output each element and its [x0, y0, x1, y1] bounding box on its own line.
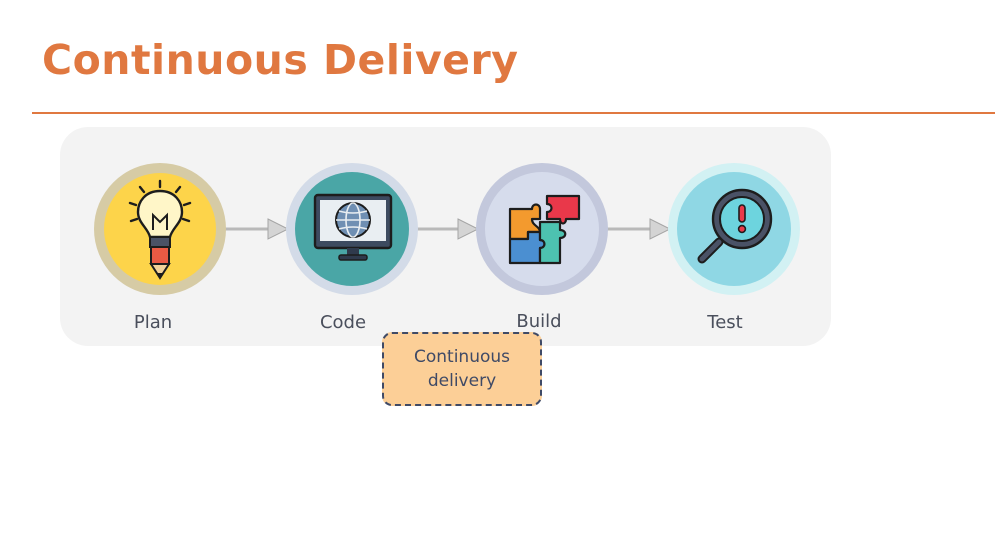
stage-label-test: Test — [707, 312, 743, 333]
page-title: Continuous Delivery — [42, 36, 519, 84]
connector-code-build — [410, 218, 480, 240]
stage-label-code: Code — [319, 312, 367, 333]
magnifier-alert-icon — [697, 188, 773, 264]
puzzle-icon — [508, 194, 581, 265]
stage-build — [476, 163, 608, 295]
stage-label-plan: Plan — [133, 312, 173, 333]
connector-plan-code — [220, 218, 290, 240]
stage-test — [668, 163, 800, 295]
lightbulb-pencil-icon — [128, 179, 192, 280]
stage-code — [286, 163, 418, 295]
continuous-delivery-callout: Continuous delivery — [382, 332, 542, 406]
stage-label-build: Build — [516, 311, 562, 332]
monitor-globe-icon — [313, 193, 393, 261]
stage-plan — [94, 163, 226, 295]
title-divider — [32, 112, 995, 114]
connector-build-test — [602, 218, 672, 240]
